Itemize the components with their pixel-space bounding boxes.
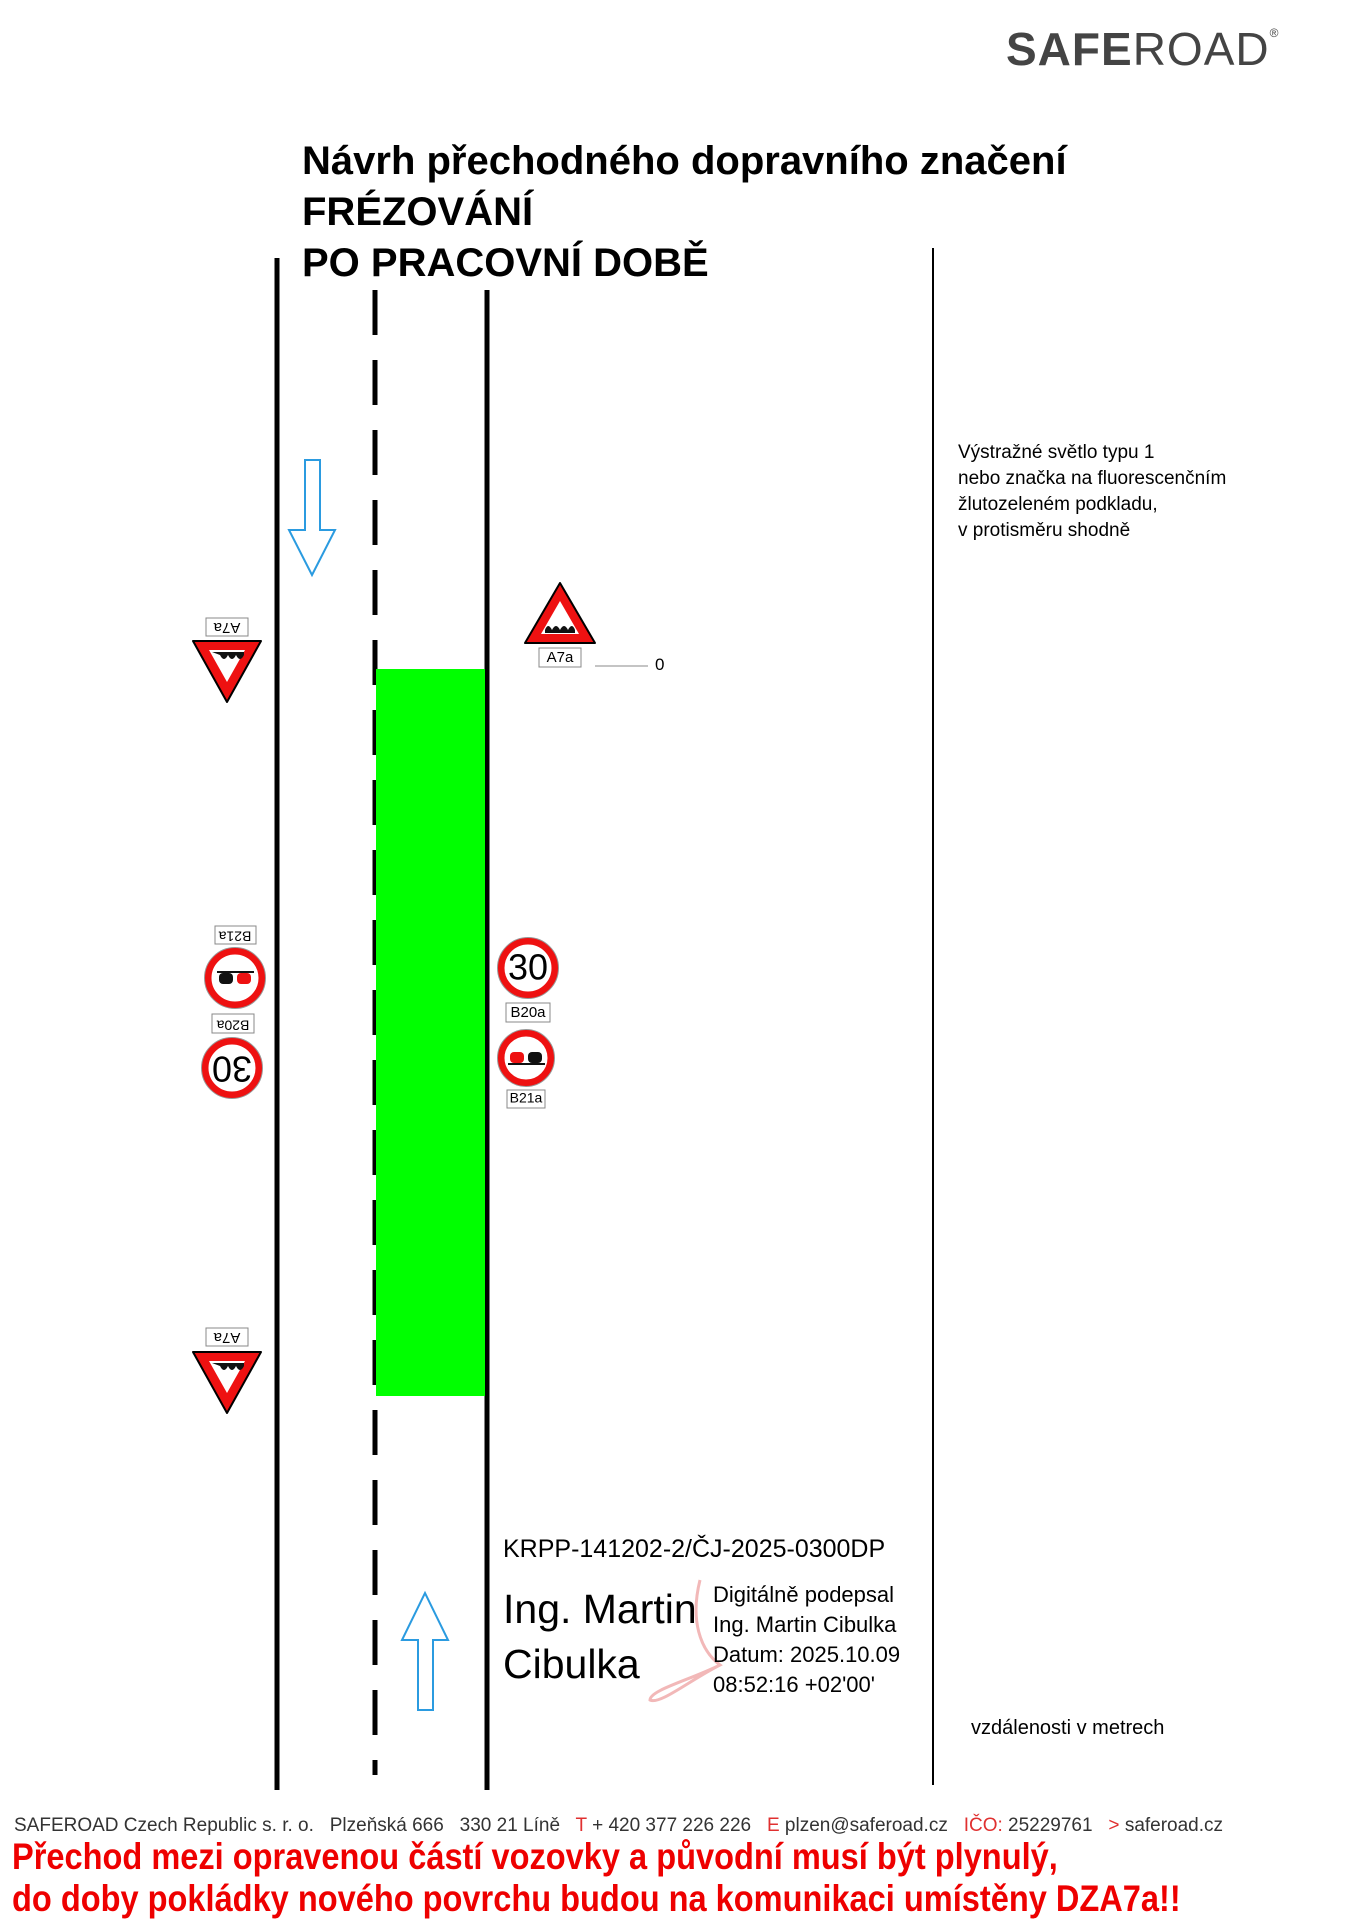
car-icon [219,973,233,984]
web-label: > [1108,1815,1120,1836]
milled-work-zone [376,669,485,1396]
sign-b20a-right: 30 B20a [497,937,559,1023]
footer-phone: + 420 377 226 226 [592,1815,752,1836]
title-line-3: PO PRACOVNÍ DOBĚ [302,241,709,285]
signature-watermark-icon [648,1579,723,1703]
signature-detail-line: Ing. Martin Cibulka [713,1612,897,1637]
signature-name-line: Cibulka [503,1641,640,1687]
logo-regular: ROAD [1132,23,1270,75]
car-icon [528,1052,542,1063]
signature-name: Ing. Martin Cibulka [503,1582,697,1692]
sign-label: B21a [510,1090,543,1106]
sign-b20a-left: B20a 30 [201,1013,263,1099]
arrow-down-icon [287,459,337,578]
logo-bold: SAFE [1006,23,1133,75]
footer-company: SAFEROAD Czech Republic s. r. o. [14,1815,314,1836]
footer-ico: 25229761 [1008,1815,1093,1836]
sign-label: B21a [218,928,251,944]
sign-label: A7a [213,619,240,636]
footer-address: Plzeňská 666 330 21 Líně [329,1815,561,1836]
arrow-up-icon [400,1590,450,1711]
footer-contact: SAFEROAD Czech Republic s. r. o. Plzeňsk… [14,1815,1223,1837]
logo-mark: ® [1269,26,1280,40]
footer-email[interactable]: plzen@saferoad.cz [784,1815,948,1836]
ico-label: IČO: [963,1815,1003,1836]
distance-marker: 0 [655,655,664,674]
note-line: v protisměru shodně [958,520,1131,541]
warning-line-2: do doby pokládky nového povrchu budou na… [12,1878,1181,1919]
saferoad-logo: SAFEROAD® [1006,22,1279,76]
warning-line-1: Přechod mezi opravenou částí vozovky a p… [12,1836,1058,1877]
bump-icon [212,652,244,659]
sign-label: A7a [213,1329,240,1346]
note-line: Výstražné světlo typu 1 [958,442,1155,463]
signature-details: Digitálně podepsal Ing. Martin Cibulka D… [713,1580,900,1700]
note-line: nebo značka na fluorescenčním [958,468,1227,489]
note-line: žlutozeleném podkladu, [958,494,1158,515]
warning-light-note: Výstražné světlo typu 1 nebo značka na f… [958,440,1226,544]
sign-label: B20a [216,1017,249,1033]
car-icon [237,973,251,984]
reference-number: KRPP-141202-2/ČJ-2025-0300DP [503,1535,886,1563]
sign-a7a-right: A7a 0 [524,582,664,674]
signature-detail-line: Datum: 2025.10.09 [713,1642,901,1667]
speed-limit-value: 30 [508,947,548,988]
sign-a7a-left-top: A7a [192,617,262,703]
sign-label: A7a [547,649,574,666]
sign-b21a-left: B21a [204,925,266,1009]
sign-a7a-left-bottom: A7a [192,1327,262,1414]
distance-unit-note: vzdálenosti v metrech [971,1717,1165,1739]
bump-icon [545,626,575,633]
page-title: Návrh přechodného dopravního značení FRÉ… [302,136,1067,289]
signature-detail-line: 08:52:16 +02'00' [713,1672,875,1697]
speed-limit-value: 30 [212,1048,252,1089]
signature-name-line: Ing. Martin [503,1586,697,1632]
sign-b21a-right: B21a [497,1029,555,1109]
bump-icon [212,1363,244,1370]
car-icon [510,1052,524,1063]
phone-label: T [575,1815,587,1836]
email-label: E [766,1815,780,1836]
footer-web[interactable]: saferoad.cz [1124,1815,1224,1836]
signature-detail-line: Digitálně podepsal [713,1582,895,1607]
sign-label: B20a [510,1004,546,1021]
title-line-2: FRÉZOVÁNÍ [302,190,534,234]
title-line-1: Návrh přechodného dopravního značení [302,139,1067,183]
